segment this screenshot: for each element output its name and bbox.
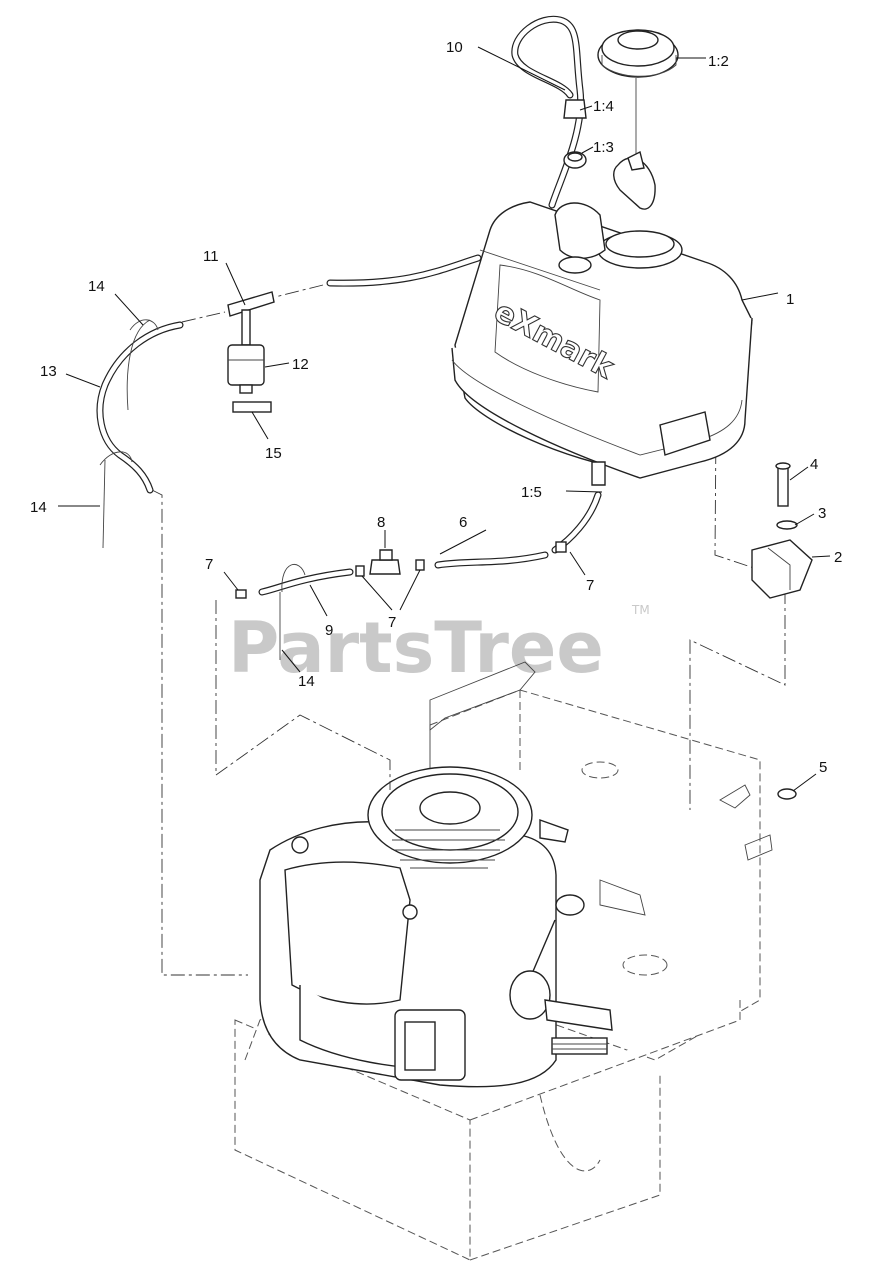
callout-fitting-top: 1:4 xyxy=(593,98,614,115)
callout-filter: 12 xyxy=(292,356,309,373)
callout-vent-hose: 10 xyxy=(446,39,463,56)
engine xyxy=(259,766,646,1088)
callout-clamp-left: 7 xyxy=(205,556,213,573)
callout-hose-9: 9 xyxy=(325,622,333,639)
callout-tie-lower: 14 xyxy=(30,499,47,516)
callout-tie-upper: 14 xyxy=(88,278,105,295)
fuel-line-assembly-upper xyxy=(96,254,482,549)
callout-decal: 15 xyxy=(265,445,282,462)
vent-hose xyxy=(511,15,587,209)
callout-bracket: 2 xyxy=(834,549,842,566)
mount-hardware xyxy=(751,462,813,800)
leader-lines xyxy=(58,46,831,792)
callout-clamp-right: 7 xyxy=(586,577,594,594)
assembly-lines xyxy=(151,424,786,976)
callout-hose-13: 13 xyxy=(40,363,57,380)
filter-decal xyxy=(232,401,272,413)
callout-cap: 1:2 xyxy=(708,53,729,70)
callout-clamps-center: 7 xyxy=(388,614,396,631)
watermark-text: PartsTree xyxy=(228,607,604,689)
callout-outlet: 1:5 xyxy=(521,484,542,501)
callout-hose-6: 6 xyxy=(459,514,467,531)
fuel-line-assembly-lower xyxy=(235,491,602,660)
watermark-trademark: TM xyxy=(631,603,650,617)
callout-bolt: 4 xyxy=(810,456,818,473)
callout-tee: 11 xyxy=(203,248,219,265)
callout-tank: 1 xyxy=(786,291,794,308)
callout-valve: 8 xyxy=(377,514,385,531)
fuel-tank xyxy=(451,201,753,486)
callout-grommet: 1:3 xyxy=(593,139,614,156)
callout-washer: 3 xyxy=(818,505,826,522)
callout-tie-bottom: 14 xyxy=(298,673,315,690)
callout-nut: 5 xyxy=(819,759,827,776)
fuel-cap xyxy=(597,29,679,210)
